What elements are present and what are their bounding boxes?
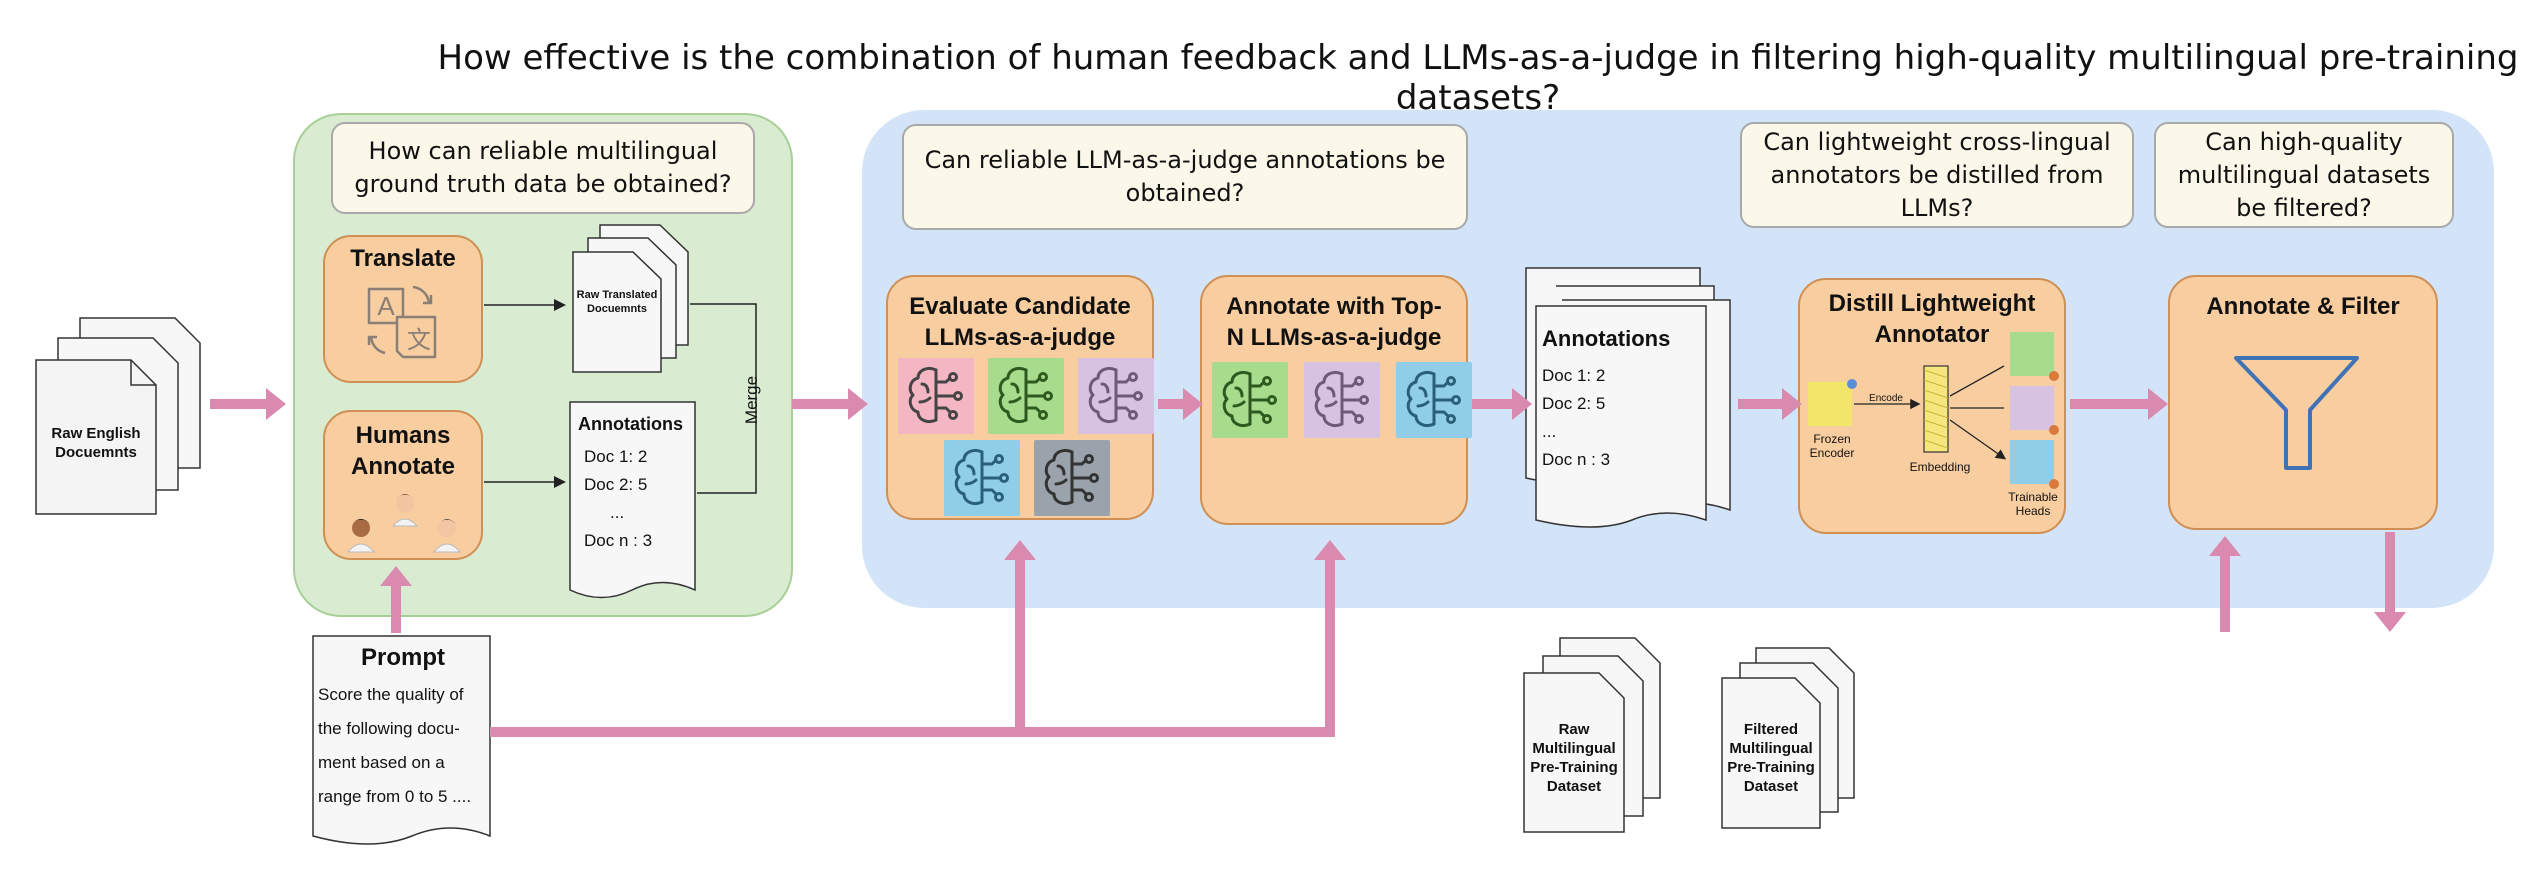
- human-annotation-row: Doc 2: 5: [584, 475, 648, 494]
- embedding-label: Embedding: [1909, 460, 1971, 474]
- humans-annotate-box: Humans Annotate: [323, 410, 483, 560]
- translate-icon: A 文: [367, 285, 437, 359]
- brain-icon: [988, 358, 1064, 434]
- flow-arrows: [210, 388, 2406, 737]
- question-ground-truth: How can reliable multilingual ground tru…: [331, 122, 755, 214]
- frozen-encoder-tile: [1808, 382, 1852, 426]
- evaluate-title: Evaluate Candidate LLMs-as-a-judge: [909, 293, 1131, 351]
- brain-icon: [1034, 440, 1110, 516]
- question-distill: Can lightweight cross-lingual annotators…: [1740, 122, 2134, 228]
- prompt-content: Prompt Score the quality of the followin…: [318, 644, 488, 814]
- svg-text:A: A: [377, 291, 395, 321]
- brain-icon: [1078, 358, 1154, 434]
- annotate-filter-title: Annotate & Filter: [2206, 293, 2400, 320]
- humans-annotate-title: Humans Annotate: [351, 422, 455, 480]
- human-annotation-row: ...: [610, 503, 625, 522]
- translated-docs-stack: [572, 224, 689, 373]
- distill-title: Distill Lightweight Annotator: [1828, 290, 2036, 348]
- question-filter: Can high-quality multilingual datasets b…: [2154, 122, 2454, 228]
- filter-funnel-icon: [2234, 356, 2359, 470]
- svg-text:文: 文: [407, 327, 431, 354]
- human-annotation-row: Doc 1: 2: [584, 447, 648, 466]
- raw-english-docs-stack: [35, 317, 201, 515]
- embedding-bar: [1923, 365, 1949, 453]
- human-annotations-doc: [569, 401, 696, 599]
- annotate-topn-title: Annotate with Top-N LLMs-as-a-judge: [1226, 293, 1442, 351]
- llm-annotation-row: ...: [1542, 422, 1557, 441]
- prompt-doc: [312, 635, 491, 845]
- raw-translated-docs-label: Raw Translated Docuemnts: [576, 289, 658, 315]
- prompt-line: range from 0 to 5 ....: [318, 787, 472, 806]
- brain-icon: [1212, 362, 1288, 438]
- frozen-encoder-label: Frozen Encoder: [1809, 432, 1855, 460]
- question-llm-judge: Can reliable LLM-as-a-judge annotations …: [902, 124, 1468, 230]
- prompt-line: the following docu-: [318, 719, 460, 738]
- llm-annotations-content: Annotations Doc 1: 2 Doc 2: 5 ... Doc n …: [1542, 326, 1702, 474]
- human-annotations-title: Annotations: [578, 414, 683, 434]
- translate-box: Translate A 文: [323, 235, 483, 383]
- brain-icon: [898, 358, 974, 434]
- llm-annotations-title: Annotations: [1542, 326, 1671, 351]
- llm-annotations-stack: [1525, 267, 1731, 528]
- raw-multilingual-label: Raw Multilingual Pre-Training Dataset: [1530, 721, 1618, 795]
- merge-label-wrap: Merge: [722, 370, 782, 430]
- distill-model-diagram: [1808, 332, 2059, 489]
- trainable-heads-label: Trainable Heads: [2008, 490, 2058, 518]
- people-icon: [346, 494, 462, 553]
- raw-english-docs-label: Raw English Docuemnts: [51, 425, 141, 461]
- prompt-line: Score the quality of: [318, 685, 464, 704]
- prompt-title: Prompt: [361, 644, 445, 671]
- brain-icon: [1304, 362, 1380, 438]
- llm-annotation-row: Doc n : 3: [1542, 450, 1611, 469]
- filtered-multilingual-stack: [1721, 647, 1855, 829]
- prompt-line: ment based on a: [318, 753, 445, 772]
- llm-annotation-row: Doc 2: 5: [1542, 394, 1606, 413]
- filtered-multilingual-label: Filtered Multilingual Pre-Training Datas…: [1727, 721, 1815, 795]
- human-annotation-row: Doc n : 3: [584, 531, 653, 550]
- connector-lines: [484, 299, 757, 494]
- brain-icon: [944, 440, 1020, 516]
- annotate-filter-box: Annotate & Filter: [2168, 275, 2438, 530]
- llm-annotation-row: Doc 1: 2: [1542, 366, 1606, 385]
- translate-title: Translate: [350, 245, 456, 272]
- raw-multilingual-stack: [1523, 637, 1661, 833]
- human-annotations-content: Annotations Doc 1: 2 Doc 2: 5 ... Doc n …: [578, 414, 693, 555]
- brain-icon: [1396, 362, 1472, 438]
- merge-label: Merge: [742, 375, 761, 425]
- encode-label: Encode: [1869, 393, 1903, 404]
- figure-title: How effective is the combination of huma…: [437, 38, 2519, 118]
